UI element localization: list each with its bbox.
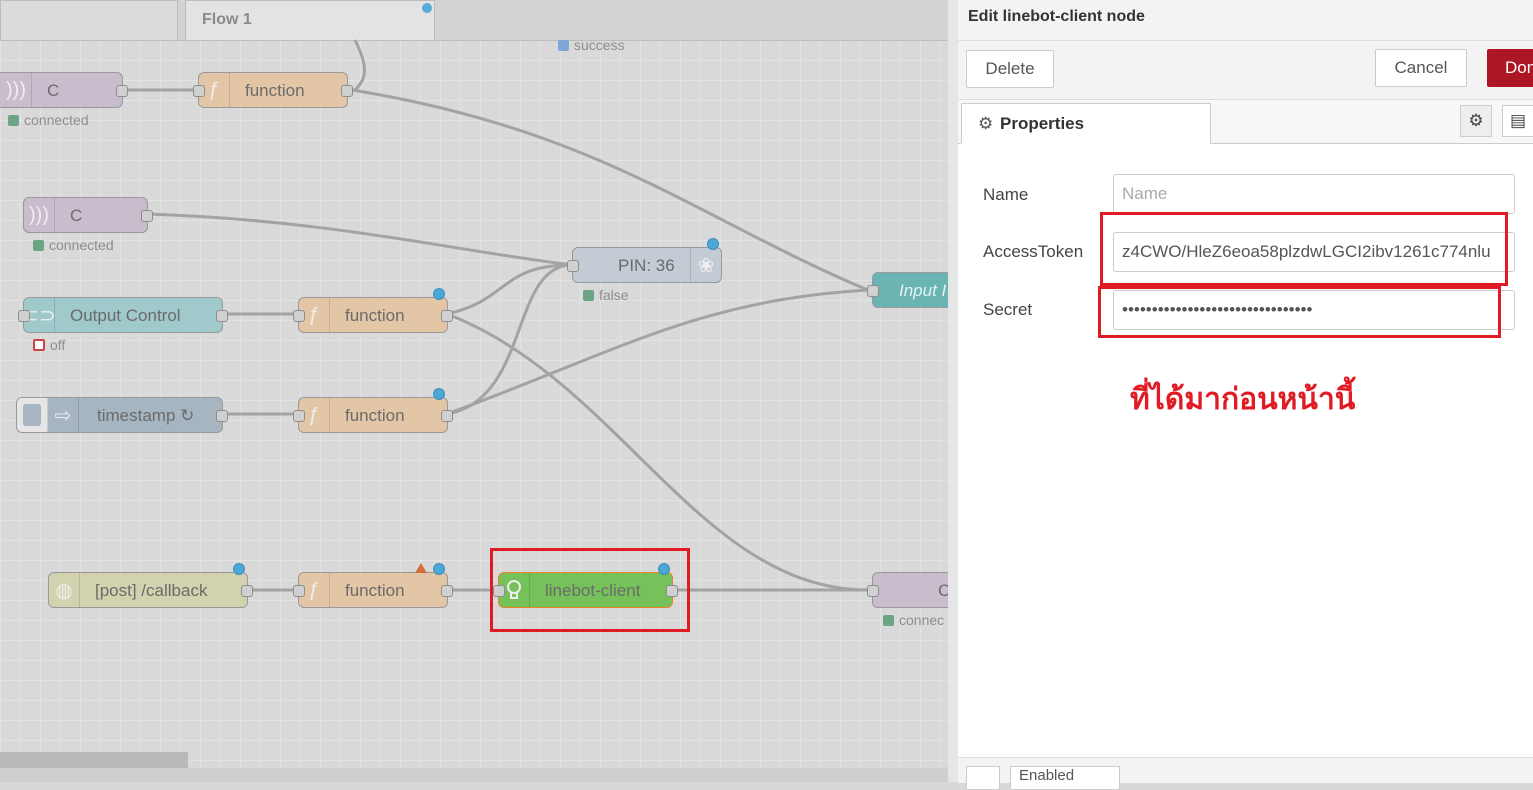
flow-tab-previous[interactable] — [0, 0, 178, 40]
mqtt-node-c2[interactable]: ))) C — [23, 197, 153, 233]
toggle-icon: ⊂⊃ — [22, 298, 56, 332]
switch-node-output-control[interactable]: ⊂⊃ Output Control — [18, 297, 228, 333]
notebook-icon[interactable] — [966, 766, 1000, 790]
highlight-box-token — [1100, 212, 1508, 286]
output-port[interactable] — [216, 410, 228, 422]
flow-tab-bar: Flow 1 — [0, 0, 948, 41]
panel-title-bar: Edit linebot-client node — [958, 0, 1533, 41]
changed-dot — [433, 563, 445, 575]
output-port[interactable] — [141, 210, 153, 222]
gear-icon: ⚙ — [978, 114, 994, 133]
inject-node-timestamp[interactable]: ⇨ timestamp ↻ — [16, 397, 228, 433]
status-connected: connected — [33, 237, 114, 253]
status-connected: connected — [8, 112, 89, 128]
function-icon: ƒ — [299, 298, 330, 332]
function-node-3[interactable]: ƒ function — [293, 388, 453, 433]
output-port[interactable] — [341, 85, 353, 97]
done-button[interactable]: Done — [1487, 49, 1533, 87]
name-input[interactable] — [1113, 174, 1515, 214]
cancel-button[interactable]: Cancel — [1375, 49, 1467, 87]
secret-input[interactable] — [1113, 290, 1515, 330]
function-icon: ƒ — [199, 73, 230, 107]
input-port[interactable] — [567, 260, 579, 272]
output-port[interactable] — [241, 585, 253, 597]
input-port[interactable] — [293, 410, 305, 422]
output-port[interactable] — [216, 310, 228, 322]
changed-dot — [707, 238, 719, 250]
delete-button[interactable]: Delete — [966, 50, 1054, 88]
changed-dot — [433, 288, 445, 300]
wire — [446, 312, 869, 592]
http-in-node-callback[interactable]: ◍ [post] /callback — [48, 563, 253, 608]
input-port[interactable] — [193, 85, 205, 97]
output-port[interactable] — [441, 585, 453, 597]
wire — [446, 263, 573, 416]
input-port[interactable] — [867, 585, 879, 597]
warning-icon — [415, 563, 427, 573]
changed-dot — [233, 563, 245, 575]
arrow-right-icon: ⇨ — [48, 398, 79, 432]
raspberry-icon: ❀ — [690, 248, 721, 282]
horizontal-scrollbar[interactable] — [0, 752, 188, 768]
edit-node-panel: Edit linebot-client node Delete Cancel D… — [948, 0, 1533, 790]
linebot-client-node[interactable]: linebot-client — [493, 563, 678, 608]
highlight-box-linebot — [490, 548, 690, 632]
enabled-toggle[interactable]: Enabled — [1010, 766, 1120, 790]
rpi-gpio-pin-node[interactable]: PIN: 36 ❀ — [567, 238, 722, 283]
highlight-box-secret — [1098, 286, 1501, 338]
input-port[interactable] — [18, 310, 30, 322]
name-label: Name — [983, 185, 1029, 204]
input-port[interactable] — [293, 585, 305, 597]
link-node-input[interactable]: Input I — [867, 272, 948, 308]
flow-tab-label: Flow 1 — [202, 11, 252, 28]
settings-gear-icon[interactable]: ⚙ — [1460, 105, 1492, 137]
globe-icon: ◍ — [49, 573, 80, 607]
function-node-4[interactable]: ƒ function — [293, 563, 453, 608]
panel-button-bar: Delete Cancel Done — [958, 41, 1533, 100]
horizontal-scroll-track[interactable] — [0, 768, 948, 782]
mqtt-node-c3[interactable]: C — [867, 572, 948, 608]
output-port[interactable] — [666, 585, 678, 597]
wire — [351, 88, 869, 292]
secret-label: Secret — [983, 300, 1033, 319]
panel-title: Edit linebot-client node — [968, 8, 1145, 25]
wire — [446, 288, 869, 416]
status-off: off — [33, 337, 65, 353]
inject-button[interactable] — [17, 398, 48, 432]
function-node-1[interactable]: ƒ function — [193, 72, 353, 108]
status-false: false — [583, 287, 629, 303]
wireless-icon: ))) — [24, 198, 55, 232]
enabled-label: Enabled — [1019, 767, 1075, 784]
wires — [122, 39, 869, 592]
wireless-icon: ))) — [1, 73, 32, 107]
input-port[interactable] — [293, 310, 305, 322]
access-token-input[interactable] — [1113, 232, 1515, 272]
flow-tab-flow1[interactable]: Flow 1 — [185, 0, 435, 40]
panel-footer: Enabled — [958, 757, 1533, 790]
status-connected: connec — [883, 612, 944, 628]
changed-dot — [658, 563, 670, 575]
tab-properties[interactable]: ⚙ Properties — [961, 103, 1211, 144]
mqtt-node-c1[interactable]: ))) C — [0, 72, 128, 108]
input-port[interactable] — [867, 285, 879, 297]
changed-dot — [433, 388, 445, 400]
changed-indicator — [422, 3, 432, 13]
function-icon: ƒ — [299, 398, 330, 432]
description-icon[interactable]: ▤ — [1502, 105, 1533, 137]
panel-tab-bar: ⚙ Properties ⚙ ▤ — [958, 100, 1533, 144]
output-port[interactable] — [441, 310, 453, 322]
access-token-label: AccessToken — [983, 242, 1084, 261]
function-icon: ƒ — [299, 573, 330, 607]
status-success: success — [558, 37, 625, 53]
wire — [353, 39, 366, 92]
output-port[interactable] — [116, 85, 128, 97]
function-node-2[interactable]: ƒ function — [293, 288, 453, 333]
lightbulb-icon — [499, 573, 530, 607]
input-port[interactable] — [493, 585, 505, 597]
output-port[interactable] — [441, 410, 453, 422]
annotation-note: ที่ได้มาก่อนหน้านี้ — [1130, 382, 1356, 417]
wire — [446, 263, 573, 316]
wire — [146, 212, 573, 267]
flow-workspace[interactable]: Flow 1 success ))) C connected — [0, 0, 948, 782]
